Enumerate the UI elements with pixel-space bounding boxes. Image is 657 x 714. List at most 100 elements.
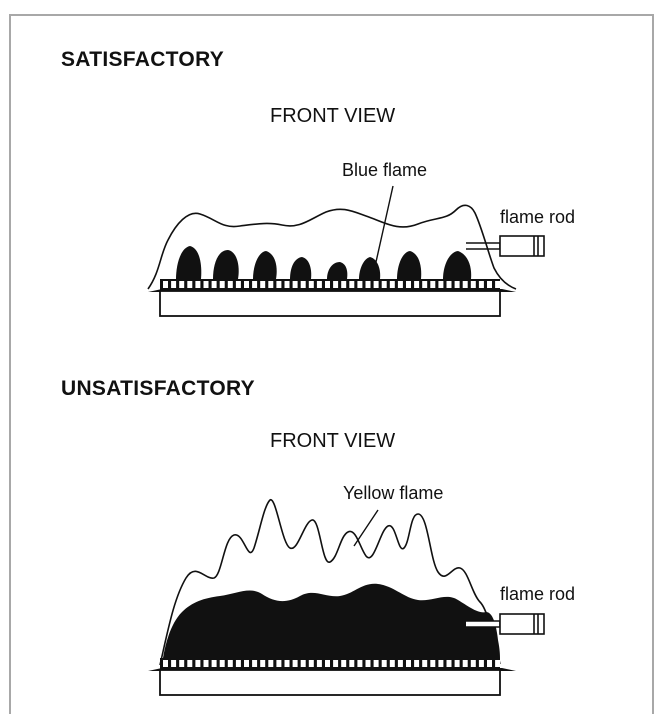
yellow-flame-pointer [353, 509, 379, 547]
burner-port [260, 660, 266, 667]
burner-port [203, 660, 209, 667]
burner-port [292, 281, 298, 288]
burner-port [446, 660, 452, 667]
burner-port [414, 660, 420, 667]
burner-port [478, 660, 484, 667]
blue-flame-label: Blue flame [342, 160, 428, 180]
burner-port [316, 281, 322, 288]
burner-port [406, 660, 411, 667]
burner-port [268, 660, 274, 667]
burner-port [325, 281, 330, 288]
burner-port [341, 281, 347, 288]
burner-port [235, 660, 241, 667]
burner-port [454, 281, 460, 288]
burner-port [487, 281, 492, 288]
unsatisfactory-heading: UNSATISFACTORY [61, 377, 255, 400]
burner-port [430, 281, 436, 288]
burner-port [495, 281, 501, 288]
burner-port [308, 660, 314, 667]
burner-port [397, 281, 403, 288]
burner-port [300, 660, 306, 667]
burner-port [268, 281, 274, 288]
burner-port [316, 660, 322, 667]
burner-port [365, 660, 371, 667]
burner-port [470, 660, 476, 667]
burner-port [171, 281, 177, 288]
burner-port [260, 281, 266, 288]
burner-port [349, 660, 355, 667]
satisfactory-flame-rod [466, 235, 545, 257]
burner-port [414, 281, 420, 288]
burner-port [179, 281, 185, 288]
burner-port [211, 660, 217, 667]
burner-port [446, 281, 452, 288]
burner-port [244, 660, 249, 667]
burner-port [422, 660, 428, 667]
burner-port [219, 281, 225, 288]
satisfactory-flame-envelope [147, 204, 517, 290]
burner-port [179, 660, 185, 667]
unsatisfactory-flame-rod [466, 613, 545, 635]
burner-port [227, 660, 233, 667]
burner-port [349, 281, 355, 288]
burner-port [276, 281, 282, 288]
blue-flame-pointer [375, 185, 394, 263]
burner-port [325, 660, 330, 667]
unsatisfactory-front-view-label: FRONT VIEW [270, 430, 396, 452]
burner-port [187, 660, 193, 667]
burner-port [357, 281, 363, 288]
burner-port [438, 660, 444, 667]
burner-port [389, 660, 395, 667]
burner-port [487, 660, 492, 667]
burner-port [284, 660, 290, 667]
burner-port [203, 281, 209, 288]
figure-border [9, 14, 654, 714]
burner-port [422, 281, 428, 288]
burner-port [163, 281, 168, 288]
burner-port [357, 660, 363, 667]
burner-port [276, 660, 282, 667]
burner-port [478, 281, 484, 288]
burner-port [219, 660, 225, 667]
burner-port [373, 660, 379, 667]
burner-port [381, 660, 387, 667]
satisfactory-front-view-label: FRONT VIEW [270, 105, 396, 127]
yellow-flame-outline [159, 499, 501, 666]
yellow-flame-label: Yellow flame [343, 483, 444, 503]
burner-port [195, 660, 201, 667]
burner-port [300, 281, 306, 288]
burner-port [397, 660, 403, 667]
burner-port [430, 660, 436, 667]
burner-port [187, 281, 193, 288]
burner-port [462, 660, 468, 667]
blue-flame-cones [176, 246, 472, 279]
satisfactory-flame-rod-label: flame rod [500, 207, 576, 227]
burner-port [454, 660, 460, 667]
burner-port [211, 281, 217, 288]
satisfactory-heading: SATISFACTORY [61, 48, 225, 71]
burner-port [333, 281, 339, 288]
burner-port [244, 281, 249, 288]
burner-port [252, 281, 258, 288]
unsatisfactory-burner-base [159, 669, 501, 696]
yellow-flame-mass [163, 583, 500, 658]
burner-port [373, 281, 379, 288]
burner-port [333, 660, 339, 667]
satisfactory-burner-ports [160, 279, 501, 291]
burner-port [227, 281, 233, 288]
burner-port [438, 281, 444, 288]
burner-port [292, 660, 298, 667]
burner-port [171, 660, 177, 667]
burner-port [406, 281, 411, 288]
unsatisfactory-flame-rod-label: flame rod [500, 584, 576, 604]
unsatisfactory-burner-ports [160, 658, 501, 670]
satisfactory-burner-base [159, 290, 501, 317]
burner-port [495, 660, 501, 667]
burner-port [163, 660, 168, 667]
burner-port [235, 281, 241, 288]
burner-port [365, 281, 371, 288]
burner-port [195, 281, 201, 288]
burner-port [284, 281, 290, 288]
